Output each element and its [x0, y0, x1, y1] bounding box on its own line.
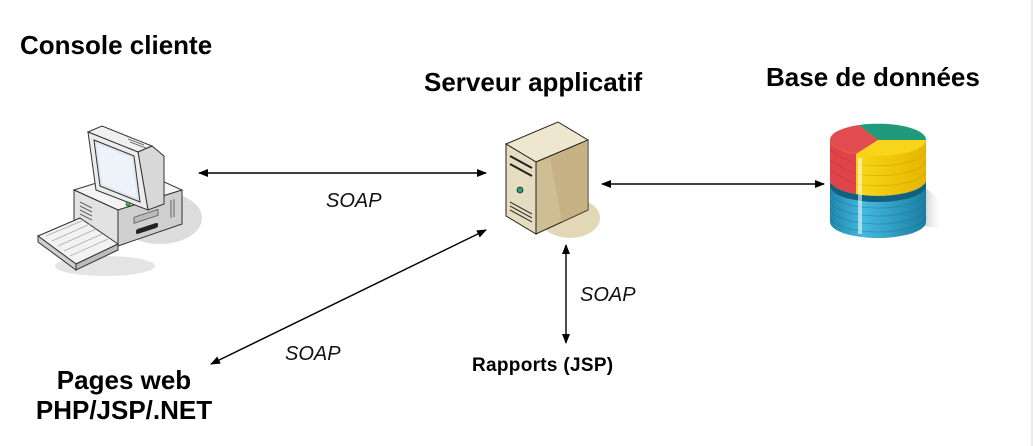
web-pages-title-line1: Pages web: [56, 365, 192, 395]
database-cylinder-icon: [829, 123, 944, 238]
desktop-computer-icon: [37, 125, 202, 276]
edge-label-console-server: SOAP: [326, 190, 382, 212]
web-pages-title-line2: PHP/JSP/.NET: [35, 395, 213, 425]
database-title: Base de données: [766, 62, 980, 92]
arrow-server-web: [210, 229, 487, 365]
server-tower-icon: [504, 121, 600, 238]
application-server-title: Serveur applicatif: [424, 67, 643, 97]
right-edge-border: [1031, 0, 1033, 446]
edge-label-server-reports: SOAP: [580, 284, 636, 306]
web-pages-title: Pages web PHP/JSP/.NET: [24, 365, 224, 425]
console-client-title: Console cliente: [20, 30, 213, 60]
reports-title: Rapports (JSP): [472, 355, 614, 376]
